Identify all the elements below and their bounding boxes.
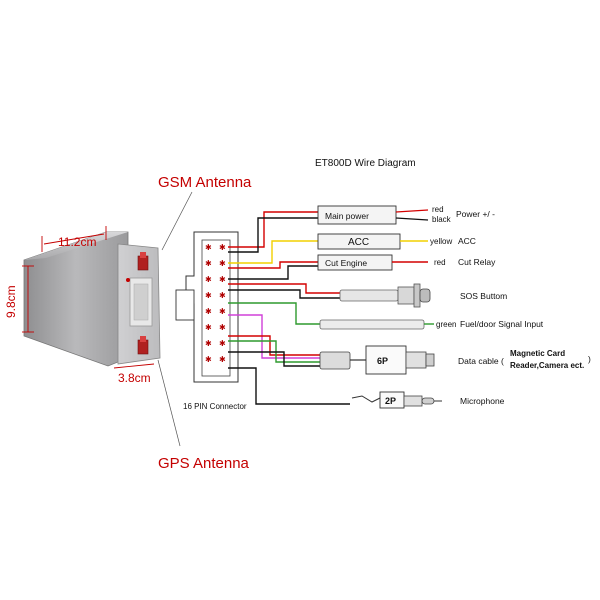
wire-color-red-cut: red	[434, 258, 446, 267]
function-cut-relay: Cut Relay	[458, 257, 496, 267]
svg-text:✱: ✱	[219, 291, 226, 300]
pin-connector	[175, 231, 239, 383]
sos-button	[339, 283, 431, 308]
wire-yellow-acc	[228, 240, 318, 264]
wire-color-red: red	[432, 205, 444, 214]
wire-black-mic	[228, 367, 350, 405]
acc-component-label: ACC	[348, 237, 369, 248]
svg-text:✱: ✱	[219, 323, 226, 332]
wire-black-data	[228, 351, 320, 367]
function-fuel-door: Fuel/door Signal Input	[460, 319, 544, 329]
function-magnetic-card: Magnetic Card	[510, 349, 565, 358]
depth-dimension: 3.8cm	[118, 371, 151, 385]
main-power-fuse	[317, 205, 429, 225]
pin-markers: ✱ ✱ ✱ ✱ ✱ ✱ ✱ ✱ ✱ ✱ ✱ ✱ ✱ ✱ ✱ ✱	[205, 243, 226, 364]
mic-2p-label: 2P	[385, 396, 396, 406]
cut-engine-label: Cut Engine	[325, 258, 367, 268]
gsm-antenna-label: GSM Antenna	[158, 174, 252, 191]
mic-2p-connector	[351, 391, 442, 409]
wire-black-power	[228, 217, 318, 253]
cut-engine-relay	[317, 254, 428, 271]
data-6p-connector	[319, 345, 435, 375]
gsm-antenna-connector	[137, 252, 149, 271]
diagram-title: ET800D Wire Diagram	[315, 158, 416, 169]
svg-text:✱: ✱	[219, 243, 226, 252]
svg-text:✱: ✱	[219, 355, 226, 364]
connector-label: 16 PIN Connector	[183, 402, 247, 411]
svg-text:✱: ✱	[205, 243, 212, 252]
function-sos: SOS Buttom	[460, 291, 507, 301]
svg-text:✱: ✱	[219, 275, 226, 284]
svg-text:✱: ✱	[205, 259, 212, 268]
svg-text:✱: ✱	[205, 291, 212, 300]
width-dimension: 11.2cm	[58, 235, 96, 249]
function-data-cable: Data cable (	[458, 356, 504, 366]
svg-text:✱: ✱	[205, 275, 212, 284]
svg-text:✱: ✱	[219, 339, 226, 348]
svg-text:✱: ✱	[205, 355, 212, 364]
tracker-device	[23, 231, 161, 367]
dimension-lines	[22, 226, 155, 369]
wire-red-cut	[228, 261, 318, 269]
wire-red-data	[228, 335, 320, 356]
wires	[228, 211, 350, 405]
gps-antenna-connector	[137, 336, 149, 355]
svg-text:✱: ✱	[205, 339, 212, 348]
function-power: Power +/ -	[456, 209, 495, 219]
function-magnetic-card-2: Reader,Camera ect.	[510, 361, 584, 370]
main-power-label: Main power	[325, 211, 369, 221]
wire-red-power	[228, 211, 318, 248]
svg-text:✱: ✱	[219, 307, 226, 316]
antenna-leaders	[157, 191, 193, 447]
function-data-cable-close: )	[588, 354, 591, 364]
fuel-door-cable	[319, 319, 434, 330]
wire-color-yellow: yellow	[430, 237, 452, 246]
wire-red-sos	[228, 283, 340, 294]
acc-plug	[317, 233, 428, 250]
svg-text:✱: ✱	[205, 323, 212, 332]
data-6p-label: 6P	[377, 356, 388, 366]
svg-text:✱: ✱	[219, 259, 226, 268]
function-microphone: Microphone	[460, 396, 505, 406]
gps-antenna-label: GPS Antenna	[158, 455, 250, 472]
height-dimension: 9.8cm	[4, 285, 18, 318]
function-acc: ACC	[458, 236, 476, 246]
wire-black-sos	[228, 289, 340, 299]
wire-color-green: green	[436, 320, 456, 329]
wire-color-black: black	[432, 215, 452, 224]
svg-text:✱: ✱	[205, 307, 212, 316]
wire-black-cut	[228, 265, 318, 280]
wire-green-fuel	[228, 302, 320, 325]
